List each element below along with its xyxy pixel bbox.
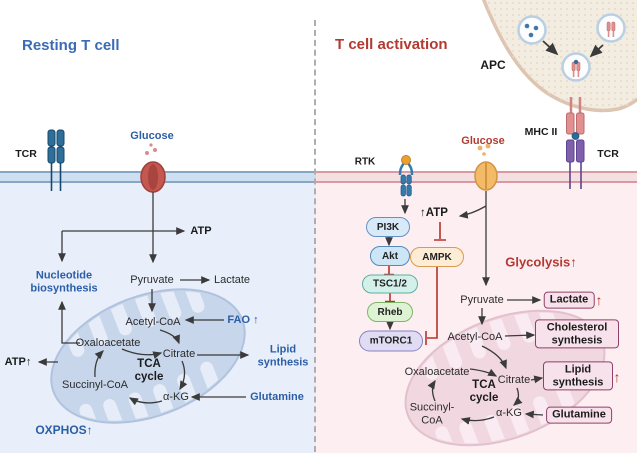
pyruvate-left-label: Pyruvate xyxy=(130,274,174,286)
acetyl-coa-left-label: Acetyl-CoA xyxy=(125,316,181,328)
tcr-right-label: TCR xyxy=(597,148,619,160)
vesicle-arrow xyxy=(542,40,559,56)
atp-up-right-label: ↑ATP xyxy=(420,207,448,219)
oxaloacetate-left-label: Oxaloacetate xyxy=(75,337,141,349)
lipid-synthesis-left-label: Lipid synthesis xyxy=(257,343,309,368)
mtorc1-node: mTORC1 xyxy=(359,330,423,352)
acetyl-coa-right-label: Acetyl-CoA xyxy=(447,331,503,343)
oxphos-label: OXPHOS↑ xyxy=(35,423,93,437)
glutamine-box: Glutamine xyxy=(546,406,612,424)
atp-label: ATP xyxy=(190,225,212,237)
pyruvate-right-label: Pyruvate xyxy=(460,294,504,306)
apc-cell xyxy=(481,0,637,113)
akt-node: Akt xyxy=(370,246,410,266)
atp-up-left-label: ATP↑ xyxy=(4,356,32,368)
tsc12-node: TSC1/2 xyxy=(362,274,418,294)
mhc-vesicle xyxy=(596,13,626,43)
glutamine-left-label: Glutamine xyxy=(250,391,304,403)
fao-label: FAO ↑ xyxy=(227,314,259,326)
lactate-left-label: Lactate xyxy=(213,274,251,286)
tca-cycle-right-label: TCA cycle xyxy=(469,378,499,404)
cholesterol-synthesis-box: Cholesterol synthesis xyxy=(535,319,619,349)
lactate-up-arrow: ↑ xyxy=(595,292,603,308)
glycolysis-label: Glycolysis↑ xyxy=(505,254,577,270)
tca-cycle-left-label: TCA cycle xyxy=(134,357,164,383)
rtk-label: RTK xyxy=(354,156,376,168)
lipid-synthesis-box: Lipid synthesis xyxy=(543,361,613,391)
peptide-mhc-vesicle xyxy=(561,52,591,82)
left-panel-title: Resting T cell xyxy=(22,37,120,54)
akg-right-label: α-KG xyxy=(496,407,522,419)
rheb-node: Rheb xyxy=(367,302,413,322)
nucleotide-biosynthesis-label: Nucleotide biosynthesis xyxy=(30,269,98,294)
membrane-right xyxy=(316,171,637,183)
succinyl-coa-left-label: Succinyl-CoA xyxy=(61,379,129,391)
mhc2-label: MHC II xyxy=(524,126,558,138)
lipid-up-arrow: ↑ xyxy=(613,369,621,385)
lactate-box: Lactate xyxy=(543,291,595,309)
vesicle-arrow xyxy=(589,44,604,58)
mhc2-receptor xyxy=(566,97,585,135)
membrane-left xyxy=(0,171,316,183)
antigen-peptide xyxy=(571,132,580,140)
panel-divider xyxy=(314,20,316,452)
oxaloacetate-right-label: Oxaloacetate xyxy=(404,366,470,378)
apc-label: APC xyxy=(480,58,506,72)
ampk-node: AMPK xyxy=(410,247,464,267)
glucose-right-label: Glucose xyxy=(461,135,505,147)
right-panel-title: T cell activation xyxy=(335,36,448,53)
glucose-left-label: Glucose xyxy=(130,130,174,142)
pi3k-node: PI3K xyxy=(366,217,410,237)
tcr-left-label: TCR xyxy=(15,148,37,160)
antigen-vesicle xyxy=(517,15,547,45)
akg-left-label: α-KG xyxy=(163,391,189,403)
succinyl-coa-right-label: Succinyl-CoA xyxy=(409,401,455,426)
